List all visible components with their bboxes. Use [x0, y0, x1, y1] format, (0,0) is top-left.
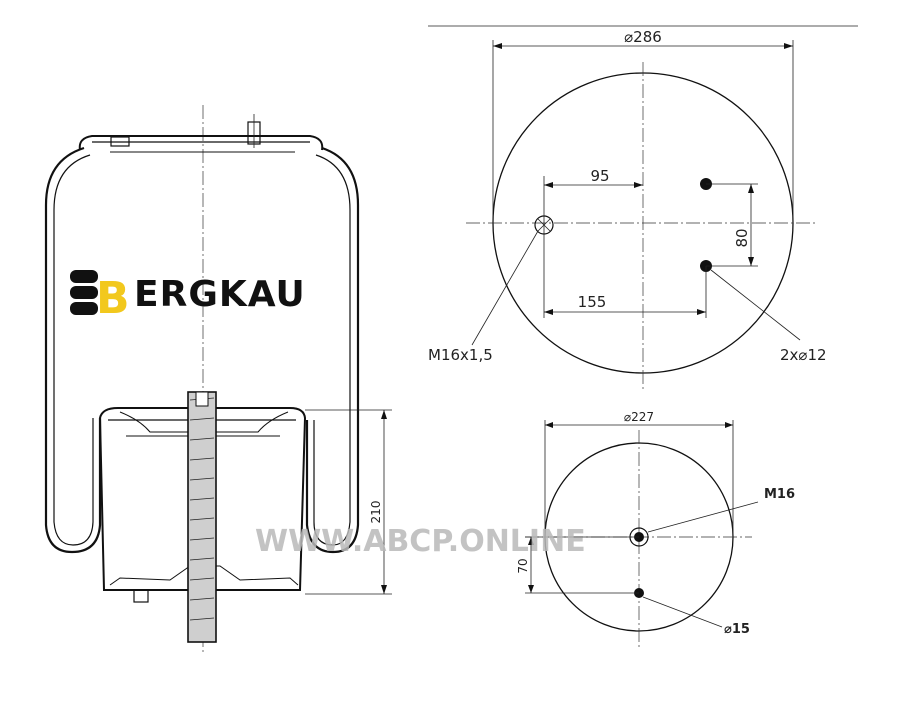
m16-label: M16 [764, 487, 795, 502]
logo-text: ERGKAU [134, 274, 306, 315]
watermark: WWW.ABCP.ONLINE [255, 524, 586, 559]
thread-label: M16x1,5 [428, 346, 493, 364]
hole-15-label: ⌀15 [724, 622, 750, 637]
center-bolt [187, 391, 217, 643]
side-view: 210 B ERGKAU [44, 105, 392, 655]
dim-80-label: 80 [733, 228, 751, 247]
top-plate-view: ⌀286 95 80 155 M16x1,5 2x⌀12 [428, 25, 858, 390]
logo-letter: B [96, 273, 130, 324]
bottom-plate-view: ⌀227 M16 ⌀15 70 [516, 410, 795, 650]
height-dimension: 210 [305, 409, 392, 595]
top-bead-plate [78, 114, 324, 153]
bellows-outer [44, 146, 360, 554]
top-diameter-label: ⌀286 [624, 28, 662, 46]
bergkau-logo: B ERGKAU [70, 270, 306, 324]
dim-70-label: 70 [516, 558, 530, 573]
dim-95-label: 95 [590, 167, 609, 185]
height-label: 210 [369, 501, 383, 524]
bottom-diameter-label: ⌀227 [624, 410, 654, 424]
dim-155-label: 155 [578, 293, 607, 311]
holes-label: 2x⌀12 [780, 346, 827, 364]
bellows-inner [53, 154, 351, 546]
